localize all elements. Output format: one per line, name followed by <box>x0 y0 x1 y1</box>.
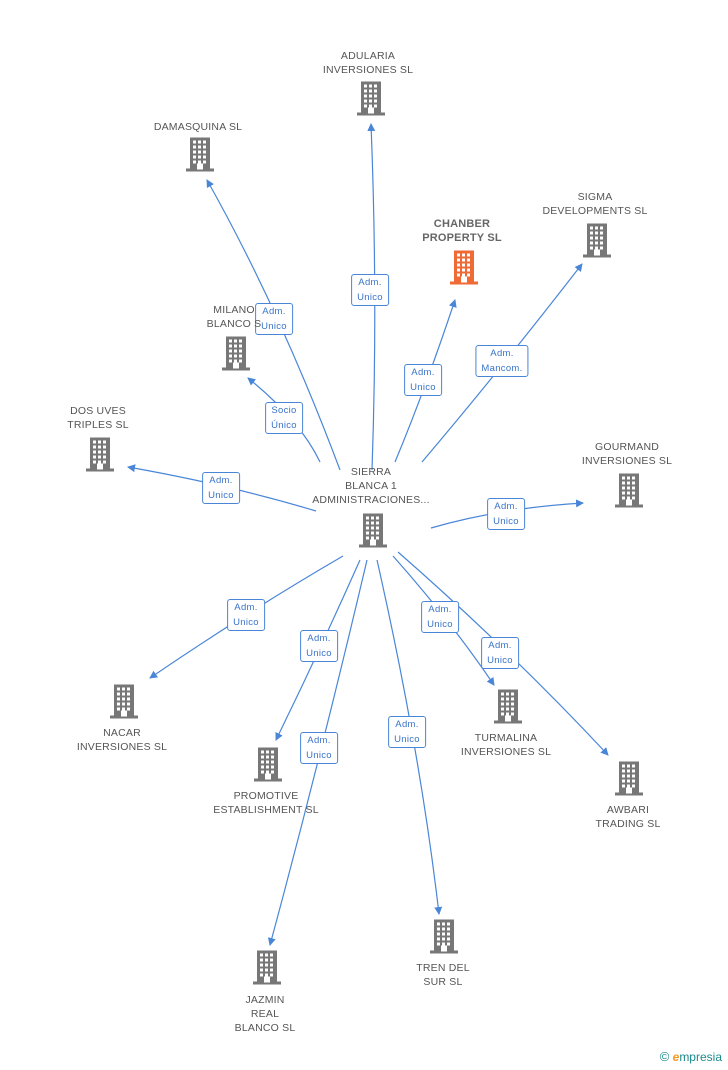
edge-label-awbari[interactable]: Adm. Unico <box>481 637 519 669</box>
building-icon[interactable] <box>356 513 390 554</box>
brand-initial: e <box>672 1050 680 1064</box>
edge-label-jazmin[interactable]: Adm. Unico <box>300 732 338 764</box>
building-icon[interactable] <box>427 919 461 960</box>
building-icon[interactable] <box>491 689 525 730</box>
edge-label-milano[interactable]: Socio Único <box>265 402 303 434</box>
node-label-tren[interactable]: TREN DEL SUR SL <box>416 962 470 988</box>
building-icon[interactable] <box>580 223 614 264</box>
building-icon[interactable] <box>83 437 117 478</box>
edge-label-chanber[interactable]: Adm. Unico <box>404 364 442 396</box>
edge-label-damasquina[interactable]: Adm. Unico <box>255 303 293 335</box>
node-label-sigma[interactable]: SIGMA DEVELOPMENTS SL <box>542 191 648 217</box>
node-label-milano[interactable]: MILANO BLANCO S <box>206 304 262 330</box>
node-label-awbari[interactable]: AWBARI TRADING SL <box>595 804 661 830</box>
building-icon[interactable] <box>251 747 285 788</box>
edge-label-nacar[interactable]: Adm. Unico <box>227 599 265 631</box>
building-icon[interactable] <box>612 761 646 802</box>
edge-label-dosuves[interactable]: Adm. Unico <box>202 472 240 504</box>
node-label-promotive[interactable]: PROMOTIVE ESTABLISHMENT SL <box>213 790 319 816</box>
node-label-dosuves[interactable]: DOS UVES TRIPLES SL <box>67 405 129 431</box>
node-label-sierra[interactable]: SIERRA BLANCA 1 ADMINISTRACIONES... <box>312 466 430 506</box>
edge-label-promotive[interactable]: Adm. Unico <box>300 630 338 662</box>
building-icon[interactable] <box>447 250 481 291</box>
building-icon[interactable] <box>107 684 141 725</box>
edge-label-turmalina[interactable]: Adm. Unico <box>421 601 459 633</box>
building-icon[interactable] <box>354 81 388 122</box>
brand-name: mpresia <box>679 1050 722 1064</box>
node-label-gourmand[interactable]: GOURMAND INVERSIONES SL <box>581 441 673 467</box>
brand-logo: © empresia <box>660 1049 722 1064</box>
node-label-nacar[interactable]: NACAR INVERSIONES SL <box>76 727 168 753</box>
building-icon[interactable] <box>250 950 284 991</box>
building-icon[interactable] <box>183 137 217 178</box>
edge-label-adularia[interactable]: Adm. Unico <box>351 274 389 306</box>
building-icon[interactable] <box>219 336 253 377</box>
copyright-icon: © <box>659 1049 670 1064</box>
node-label-turmalina[interactable]: TURMALINA INVERSIONES SL <box>460 732 552 758</box>
edge-label-sigma[interactable]: Adm. Mancom. <box>475 345 529 377</box>
node-label-chanber[interactable]: CHANBER PROPERTY SL <box>422 218 502 244</box>
node-label-adularia[interactable]: ADULARIA INVERSIONES SL <box>322 50 414 76</box>
edge-label-tren[interactable]: Adm. Unico <box>388 716 426 748</box>
node-label-jazmin[interactable]: JAZMIN REAL BLANCO SL <box>234 994 296 1034</box>
node-label-damasquina[interactable]: DAMASQUINA SL <box>153 121 243 133</box>
edge-label-gourmand[interactable]: Adm. Unico <box>487 498 525 530</box>
building-icon[interactable] <box>612 473 646 514</box>
